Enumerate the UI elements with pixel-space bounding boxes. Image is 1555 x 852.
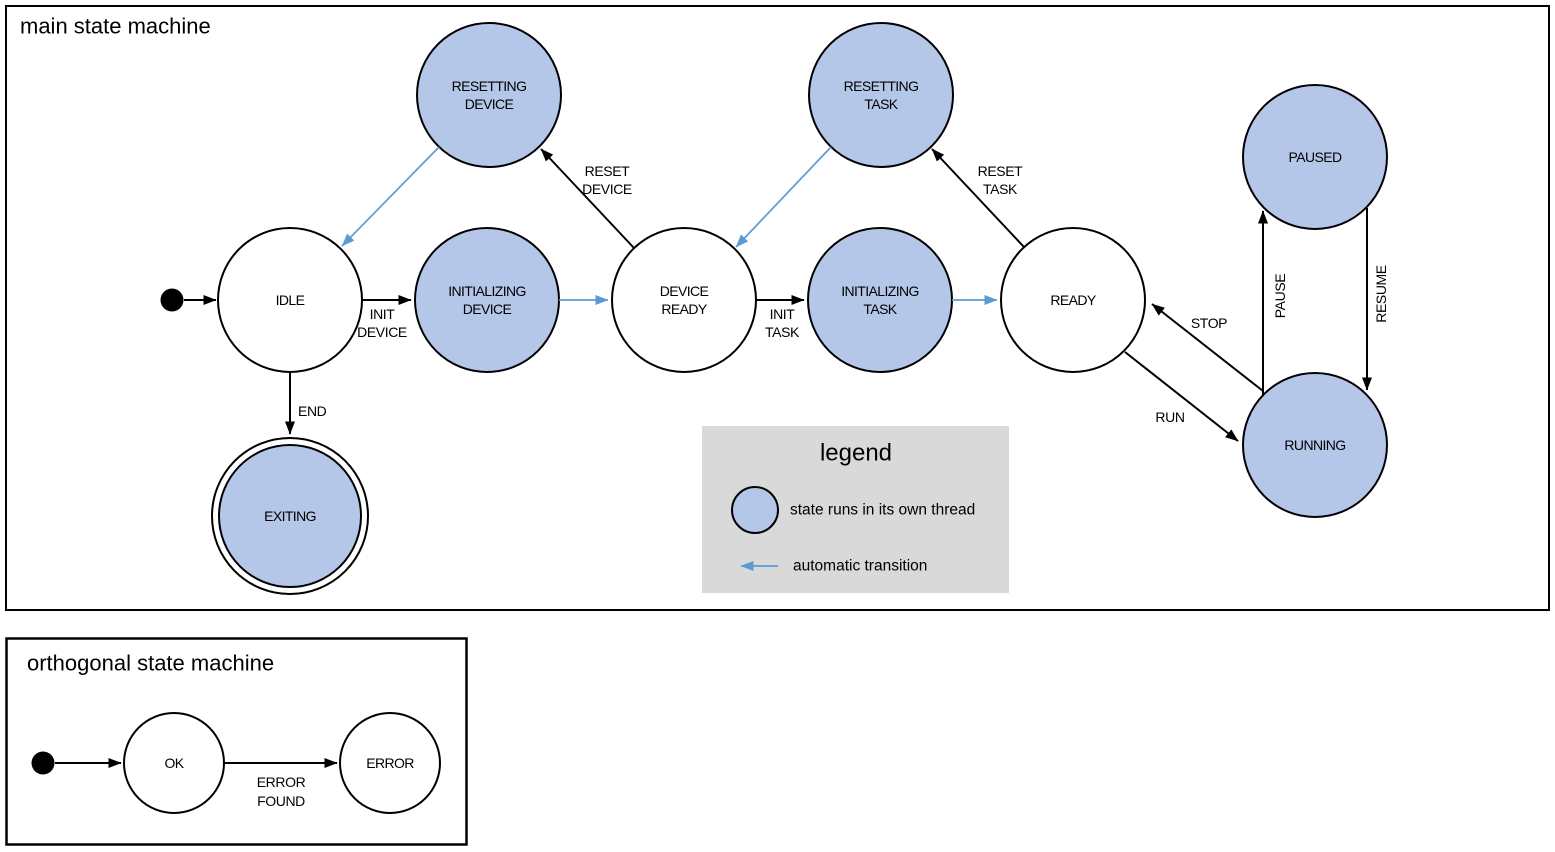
transition-reset-task-label-line1: RESET bbox=[978, 163, 1024, 179]
state-resetting-task-label-line1: RESETTING bbox=[844, 78, 919, 94]
transition-init-task-label-line2: TASK bbox=[765, 324, 800, 340]
legend-title: legend bbox=[820, 440, 892, 467]
state-error: ERROR bbox=[339, 712, 441, 814]
state-device-ready: DEVICE READY bbox=[611, 227, 757, 373]
orthogonal-state-machine-box bbox=[5, 637, 468, 846]
legend-threaded-state-icon bbox=[731, 486, 779, 534]
state-resetting-device: RESETTING DEVICE bbox=[416, 22, 562, 168]
state-ready: READY bbox=[1000, 227, 1146, 373]
state-initializing-task: INITIALIZING TASK bbox=[807, 227, 953, 373]
orthogonal-title: orthogonal state machine bbox=[27, 651, 274, 676]
state-resetting-task: RESETTING TASK bbox=[808, 22, 954, 168]
state-error-label: ERROR bbox=[366, 755, 414, 771]
state-device-ready-label-line1: DEVICE bbox=[660, 283, 709, 299]
state-paused-label: PAUSED bbox=[1289, 149, 1342, 165]
transition-resetting-device-to-idle-auto-arrow bbox=[341, 146, 440, 247]
transition-resetting-task-to-device-ready-auto-arrow bbox=[735, 146, 832, 248]
state-resetting-task-label-line2: TASK bbox=[864, 96, 898, 112]
initial-state-dot bbox=[160, 288, 184, 312]
transition-init-task-label-line1: INIT bbox=[770, 306, 796, 322]
transition-run-label: RUN bbox=[1155, 409, 1184, 425]
legend-threaded-state-label: state runs in its own thread bbox=[790, 502, 975, 519]
transition-pause-label: PAUSE bbox=[1272, 274, 1288, 318]
legend: legend state runs in its own thread auto… bbox=[702, 426, 1009, 593]
transition-resume-label: RESUME bbox=[1373, 265, 1389, 323]
transition-reset-task-label-line2: TASK bbox=[983, 181, 1018, 197]
transition-reset-device-arrow bbox=[540, 148, 635, 249]
transition-reset-task-arrow bbox=[931, 148, 1025, 248]
state-exiting-label: EXITING bbox=[264, 508, 316, 524]
main-state-machine-box bbox=[5, 5, 1550, 611]
state-device-ready-label-line2: READY bbox=[661, 301, 707, 317]
orthogonal-transition-error-found-label-line2: FOUND bbox=[257, 793, 305, 809]
transition-end-label: END bbox=[298, 403, 327, 419]
state-resetting-device-label-line1: RESETTING bbox=[452, 78, 527, 94]
orthogonal-initial-state-dot bbox=[31, 751, 55, 775]
state-initializing-device-label-line1: INITIALIZING bbox=[448, 283, 526, 299]
main-title: main state machine bbox=[20, 14, 211, 39]
state-initializing-device-label-line2: DEVICE bbox=[463, 301, 512, 317]
transition-init-device-label-line1: INIT bbox=[370, 306, 396, 322]
state-initializing-device: INITIALIZING DEVICE bbox=[414, 227, 560, 373]
state-running-label: RUNNING bbox=[1284, 437, 1345, 453]
legend-automatic-transition-label: automatic transition bbox=[793, 558, 927, 575]
state-ready-label: READY bbox=[1050, 292, 1096, 308]
state-paused: PAUSED bbox=[1242, 84, 1388, 230]
transition-reset-device-label-line1: RESET bbox=[585, 163, 631, 179]
state-exiting-final: EXITING bbox=[211, 437, 369, 595]
state-running: RUNNING bbox=[1242, 372, 1388, 518]
state-initializing-task-label-line1: INITIALIZING bbox=[841, 283, 919, 299]
state-ok: OK bbox=[123, 712, 225, 814]
state-resetting-device-label-line2: DEVICE bbox=[465, 96, 514, 112]
transition-stop-arrow bbox=[1151, 303, 1264, 392]
transition-init-device-label-line2: DEVICE bbox=[357, 324, 407, 340]
transition-stop-label: STOP bbox=[1191, 315, 1227, 331]
state-idle: IDLE bbox=[217, 227, 363, 373]
state-initializing-task-label-line2: TASK bbox=[863, 301, 897, 317]
orthogonal-transition-error-found-label-line1: ERROR bbox=[257, 774, 306, 790]
state-ok-label: OK bbox=[164, 755, 184, 771]
transition-run-arrow bbox=[1124, 351, 1239, 442]
state-idle-label: IDLE bbox=[276, 292, 305, 308]
transition-reset-device-label-line2: DEVICE bbox=[582, 181, 632, 197]
